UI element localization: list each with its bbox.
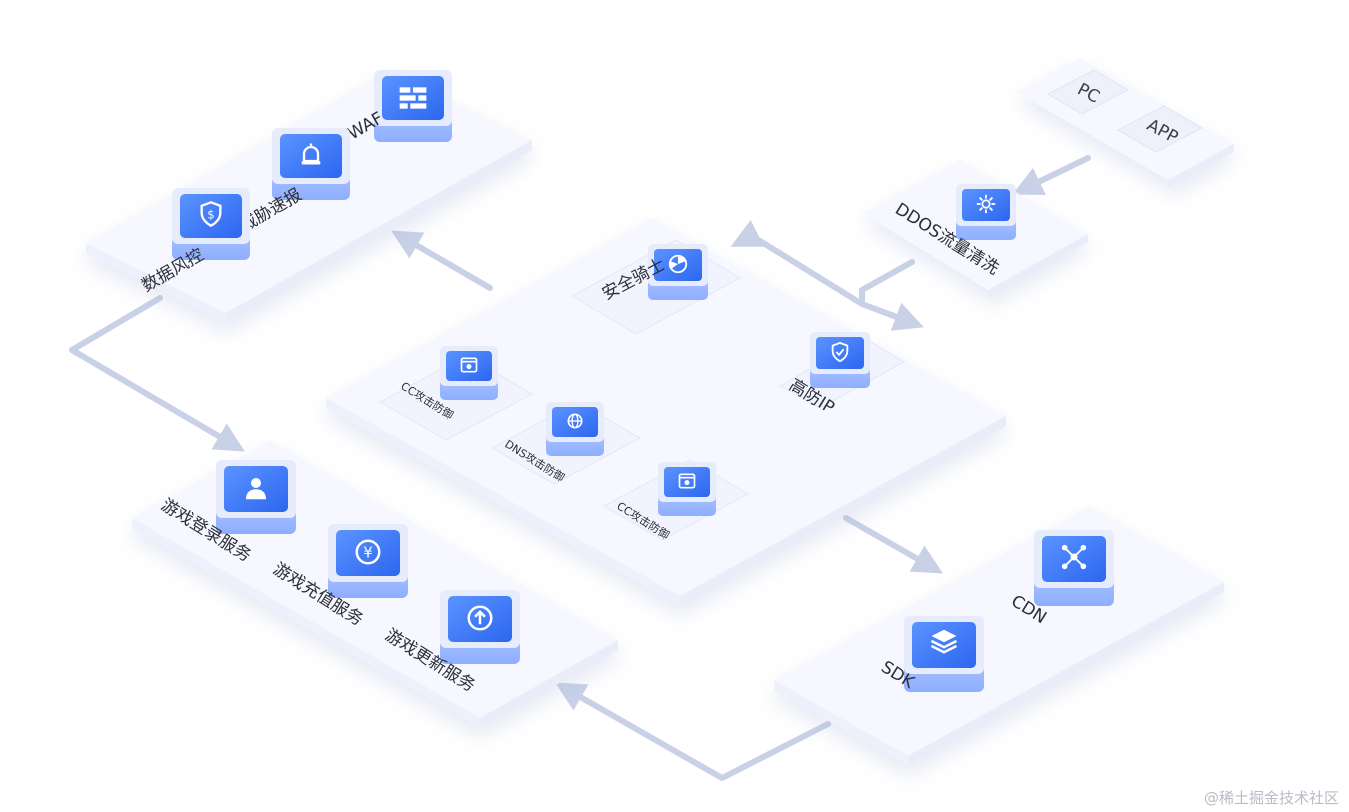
arrow-cdn-to-game <box>554 682 831 781</box>
cube-knight[interactable] <box>648 244 708 300</box>
platform-center <box>326 218 1006 596</box>
cube-login[interactable] <box>216 460 296 534</box>
cube-cc1[interactable] <box>440 346 498 400</box>
arrow-risk-to-game <box>69 295 245 452</box>
cube-gaofang[interactable] <box>810 332 870 388</box>
platforms <box>86 58 1234 766</box>
arrow-clients-to-ddos <box>1012 155 1091 195</box>
cube-cdn[interactable] <box>1034 530 1114 606</box>
cube-ddos[interactable] <box>956 184 1016 240</box>
arrow-ddos-to-gaofang <box>859 301 925 331</box>
cube-dns[interactable] <box>546 402 604 456</box>
client-boxes: PC APP <box>1046 69 1204 153</box>
cube-update[interactable] <box>440 590 520 664</box>
cube-cc2[interactable] <box>658 462 716 516</box>
client-pc[interactable]: PC <box>1046 69 1130 115</box>
arrow-center-to-cdn <box>843 515 944 574</box>
firewall-icon <box>399 87 427 109</box>
cube-alert[interactable] <box>272 128 350 200</box>
watermark: @稀土掘金技术社区 <box>1203 789 1339 807</box>
client-app[interactable]: APP <box>1116 105 1204 153</box>
platform-clients <box>1016 58 1234 180</box>
cube-waf[interactable] <box>374 70 452 142</box>
cube-recharge[interactable] <box>328 524 408 598</box>
cube-sdk[interactable] <box>904 616 984 692</box>
cube-risk-control[interactable] <box>172 188 250 260</box>
arrow-center-to-risk <box>391 230 493 291</box>
